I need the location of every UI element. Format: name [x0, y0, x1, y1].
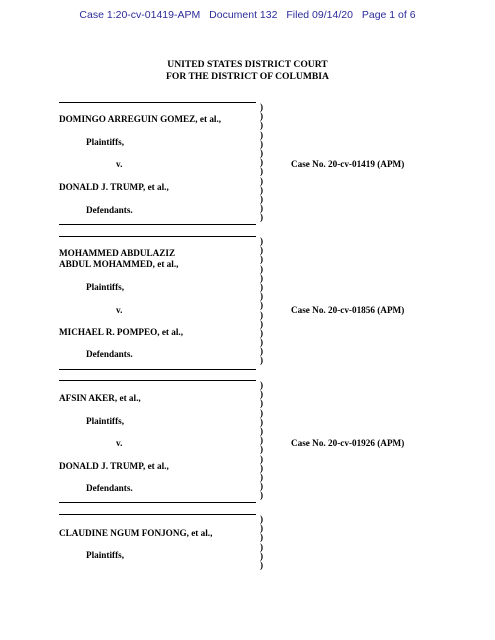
plaintiffs-label: Plaintiffs, [86, 137, 125, 147]
caption-paren: ) [260, 435, 264, 446]
case-number: Case No. 20-cv-01856 (APM) [291, 305, 405, 315]
plaintiff-name: CLAUDINE NGUM FONJONG, et al., [59, 528, 213, 538]
caption-paren: ) [260, 281, 264, 292]
caption-paren: ) [260, 398, 264, 409]
caption-paren: ) [260, 263, 264, 274]
caption-paren: ) [260, 184, 264, 195]
defendant-name: DONALD J. TRUMP, et al., [59, 461, 169, 471]
caption-paren: ) [260, 138, 264, 149]
caption-paren: ) [260, 490, 264, 501]
caption-paren: ) [260, 175, 264, 186]
plaintiff-name: DOMINGO ARREGUIN GOMEZ, et al., [59, 114, 222, 124]
caption-paren: ) [260, 532, 264, 543]
caption-paren: ) [260, 147, 264, 158]
caption-paren: ) [260, 471, 264, 482]
caption-paren: ) [260, 481, 264, 492]
defendant-name: MICHAEL R. POMPEO, et al., [59, 327, 184, 337]
court-title-line-1: UNITED STATES DISTRICT COURT [167, 59, 328, 70]
caption-paren: ) [260, 129, 264, 140]
court-title: UNITED STATES DISTRICT COURT FOR THE DIS… [0, 59, 495, 83]
plaintiff-name: MOHAMMED ABDULAZIZ [59, 248, 176, 258]
caption-paren: ) [260, 550, 264, 561]
plaintiffs-label: Plaintiffs, [86, 416, 125, 426]
case-number: Case No. 20-cv-01926 (APM) [291, 438, 405, 448]
caption-paren: ) [260, 407, 264, 418]
caption-paren: ) [260, 245, 264, 256]
caption-paren: ) [260, 462, 264, 473]
caption-paren: ) [260, 309, 264, 320]
paren-column: )))))))))))))) [260, 236, 264, 366]
caption-paren: ) [260, 541, 264, 552]
caption-rule [59, 236, 256, 237]
caption-paren: ) [260, 300, 264, 311]
defendant-name: DONALD J. TRUMP, et al., [59, 182, 169, 192]
defendants-label: Defendants. [86, 205, 133, 215]
caption-rule [59, 502, 256, 503]
caption-paren: ) [260, 355, 264, 366]
plaintiff-name: AFSIN AKER, et al., [59, 393, 141, 403]
plaintiffs-label: Plaintiffs, [86, 282, 125, 292]
caption-paren: ) [260, 346, 264, 357]
caption-rule [59, 514, 256, 515]
caption-paren: ) [260, 453, 264, 464]
caption-paren: ) [260, 337, 264, 348]
caption-paren: ) [260, 203, 264, 214]
versus-label: v. [116, 159, 123, 169]
caption-paren: ) [260, 318, 264, 329]
caption-paren: ) [260, 111, 264, 122]
ecf-case-number: Case 1:20-cv-01419-APM [79, 9, 201, 21]
caption-paren: ) [260, 416, 264, 427]
caption-rule [59, 369, 256, 370]
case-number: Case No. 20-cv-01419 (APM) [291, 159, 405, 169]
paren-column: ))))))))))))) [260, 380, 264, 501]
versus-label: v. [116, 438, 123, 448]
caption-rule [59, 380, 256, 381]
caption-paren: ) [260, 157, 264, 168]
caption-paren: ) [260, 272, 264, 283]
caption-paren: ) [260, 212, 264, 223]
caption-paren: ) [260, 291, 264, 302]
plaintiff-name: ABDUL MOHAMMED, et al., [59, 259, 179, 269]
caption-paren: ) [260, 523, 264, 534]
paren-column: ))))))))))))) [260, 102, 264, 223]
caption-rule [59, 102, 256, 103]
caption-paren: ) [260, 425, 264, 436]
court-title-line-2: FOR THE DISTRICT OF COLUMBIA [166, 71, 329, 82]
caption-paren: ) [260, 102, 264, 112]
ecf-filed-date: Filed 09/14/20 [286, 9, 353, 21]
caption-paren: ) [260, 327, 264, 338]
caption-paren: ) [260, 193, 264, 204]
ecf-document-number: Document 132 [209, 9, 278, 21]
caption-paren: ) [260, 559, 264, 570]
defendants-label: Defendants. [86, 349, 133, 359]
caption-rule [59, 224, 256, 225]
ecf-filing-header: Case 1:20-cv-01419-APM Document 132 File… [0, 9, 495, 21]
caption-paren: ) [260, 389, 264, 400]
paren-column: )))))) [260, 514, 264, 570]
caption-paren: ) [260, 444, 264, 455]
versus-label: v. [116, 305, 123, 315]
caption-paren: ) [260, 380, 264, 390]
ecf-page-count: Page 1 of 6 [361, 9, 416, 21]
caption-paren: ) [260, 254, 264, 265]
caption-paren: ) [260, 166, 264, 177]
caption-paren: ) [260, 120, 264, 131]
caption-paren: ) [260, 236, 264, 246]
caption-paren: ) [260, 514, 264, 524]
plaintiffs-label: Plaintiffs, [86, 550, 125, 560]
defendants-label: Defendants. [86, 483, 133, 493]
